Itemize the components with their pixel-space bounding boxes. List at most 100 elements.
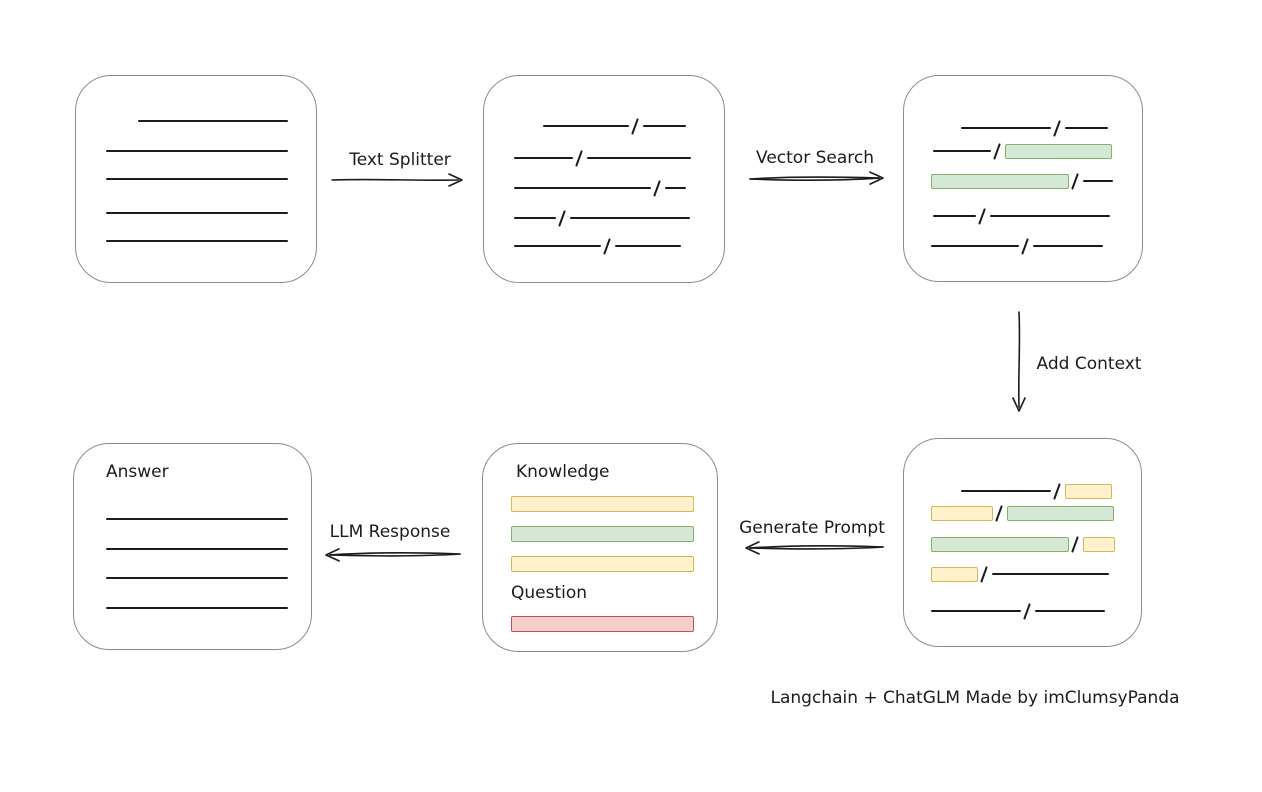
slash-separator xyxy=(653,179,662,197)
vector-search-label: Vector Search xyxy=(756,148,874,168)
caption: Langchain + ChatGLM Made by imClumsyPand… xyxy=(770,688,1180,708)
chunk-row xyxy=(106,170,288,188)
text-line xyxy=(514,187,651,189)
text-splitter-label: Text Splitter xyxy=(349,150,451,170)
text-line xyxy=(992,573,1110,575)
text-line xyxy=(514,157,573,159)
text-line xyxy=(615,245,682,247)
chunk-row xyxy=(514,149,692,167)
text-line xyxy=(106,607,288,609)
chunk-green xyxy=(1005,143,1113,159)
text-line xyxy=(931,245,1019,247)
chunk-row xyxy=(933,207,1111,225)
chunk-yellow xyxy=(1083,536,1116,552)
slash-separator xyxy=(993,142,1002,160)
text-line xyxy=(933,150,991,152)
text-line xyxy=(543,125,629,127)
question-bar xyxy=(511,616,694,632)
arrow-vector-search xyxy=(749,171,884,185)
chunk-row xyxy=(106,204,288,222)
chunk-row xyxy=(106,232,288,250)
text-line xyxy=(106,518,288,520)
chunk-row xyxy=(931,535,1116,553)
chunk-green xyxy=(1007,505,1115,521)
slash-separator xyxy=(978,207,987,225)
text-line xyxy=(961,127,1051,129)
text-line xyxy=(990,215,1111,217)
text-line xyxy=(1033,245,1104,247)
chunk-row xyxy=(961,119,1109,137)
arrow-text-splitter xyxy=(331,173,463,187)
slash-separator xyxy=(995,504,1004,522)
chunk-row xyxy=(931,237,1104,255)
llm-response-label: LLM Response xyxy=(329,522,451,542)
chunk-row xyxy=(931,565,1110,583)
chunk-row xyxy=(138,112,288,130)
knowledge-bar-2 xyxy=(511,526,694,542)
text-line xyxy=(587,157,692,159)
chunk-row xyxy=(106,142,288,160)
arrow-llm-response xyxy=(325,548,461,562)
source-document-box xyxy=(75,75,317,283)
generate-prompt-label: Generate Prompt xyxy=(739,518,885,538)
slash-separator xyxy=(1071,535,1080,553)
answer-label: Answer xyxy=(106,462,169,482)
text-line xyxy=(106,178,288,180)
chunk-row xyxy=(931,172,1114,190)
arrow-generate-prompt xyxy=(745,541,884,555)
chunk-row xyxy=(106,599,288,617)
text-line xyxy=(570,217,691,219)
slash-separator xyxy=(1053,119,1062,137)
chunk-row xyxy=(514,237,682,255)
chunk-row xyxy=(543,117,687,135)
chunk-row xyxy=(514,179,687,197)
chunk-row xyxy=(931,504,1115,522)
chunk-green xyxy=(931,536,1069,552)
text-line xyxy=(106,212,288,214)
arrow-add-context xyxy=(1012,311,1026,412)
slash-separator xyxy=(631,117,640,135)
chunk-row xyxy=(961,482,1113,500)
add-context-label: Add Context xyxy=(1036,354,1142,374)
chunk-green xyxy=(931,173,1069,189)
chunk-yellow xyxy=(931,505,993,521)
text-line xyxy=(106,240,288,242)
text-line xyxy=(514,245,601,247)
knowledge-bar-1 xyxy=(511,496,694,512)
chunk-yellow xyxy=(931,566,978,582)
slash-separator xyxy=(558,209,567,227)
chunk-yellow xyxy=(1065,483,1113,499)
slash-separator xyxy=(980,565,989,583)
text-line xyxy=(665,187,687,189)
question-label: Question xyxy=(511,583,588,603)
text-line xyxy=(931,610,1021,612)
split-chunks-box xyxy=(483,75,725,283)
text-line xyxy=(106,577,288,579)
text-line xyxy=(514,217,556,219)
matched-chunks-box xyxy=(903,75,1143,282)
answer-box: Answer xyxy=(73,443,312,650)
slash-separator xyxy=(1071,172,1080,190)
text-line xyxy=(1035,610,1106,612)
chunk-row xyxy=(106,569,288,587)
text-line xyxy=(106,150,288,152)
context-chunks-box xyxy=(903,438,1142,647)
chunk-row xyxy=(106,510,288,528)
chunk-row xyxy=(514,209,691,227)
slash-separator xyxy=(1021,237,1030,255)
chunk-row xyxy=(931,602,1106,620)
text-line xyxy=(1083,180,1114,182)
text-line xyxy=(933,215,976,217)
slash-separator xyxy=(1023,602,1032,620)
chunk-row xyxy=(106,540,288,558)
text-line xyxy=(106,548,288,550)
slash-separator xyxy=(1053,482,1062,500)
prompt-box: Knowledge Question xyxy=(482,443,718,652)
knowledge-bar-3 xyxy=(511,556,694,572)
knowledge-label: Knowledge xyxy=(516,462,610,482)
text-line xyxy=(643,125,687,127)
text-line xyxy=(138,120,288,122)
text-line xyxy=(961,490,1051,492)
